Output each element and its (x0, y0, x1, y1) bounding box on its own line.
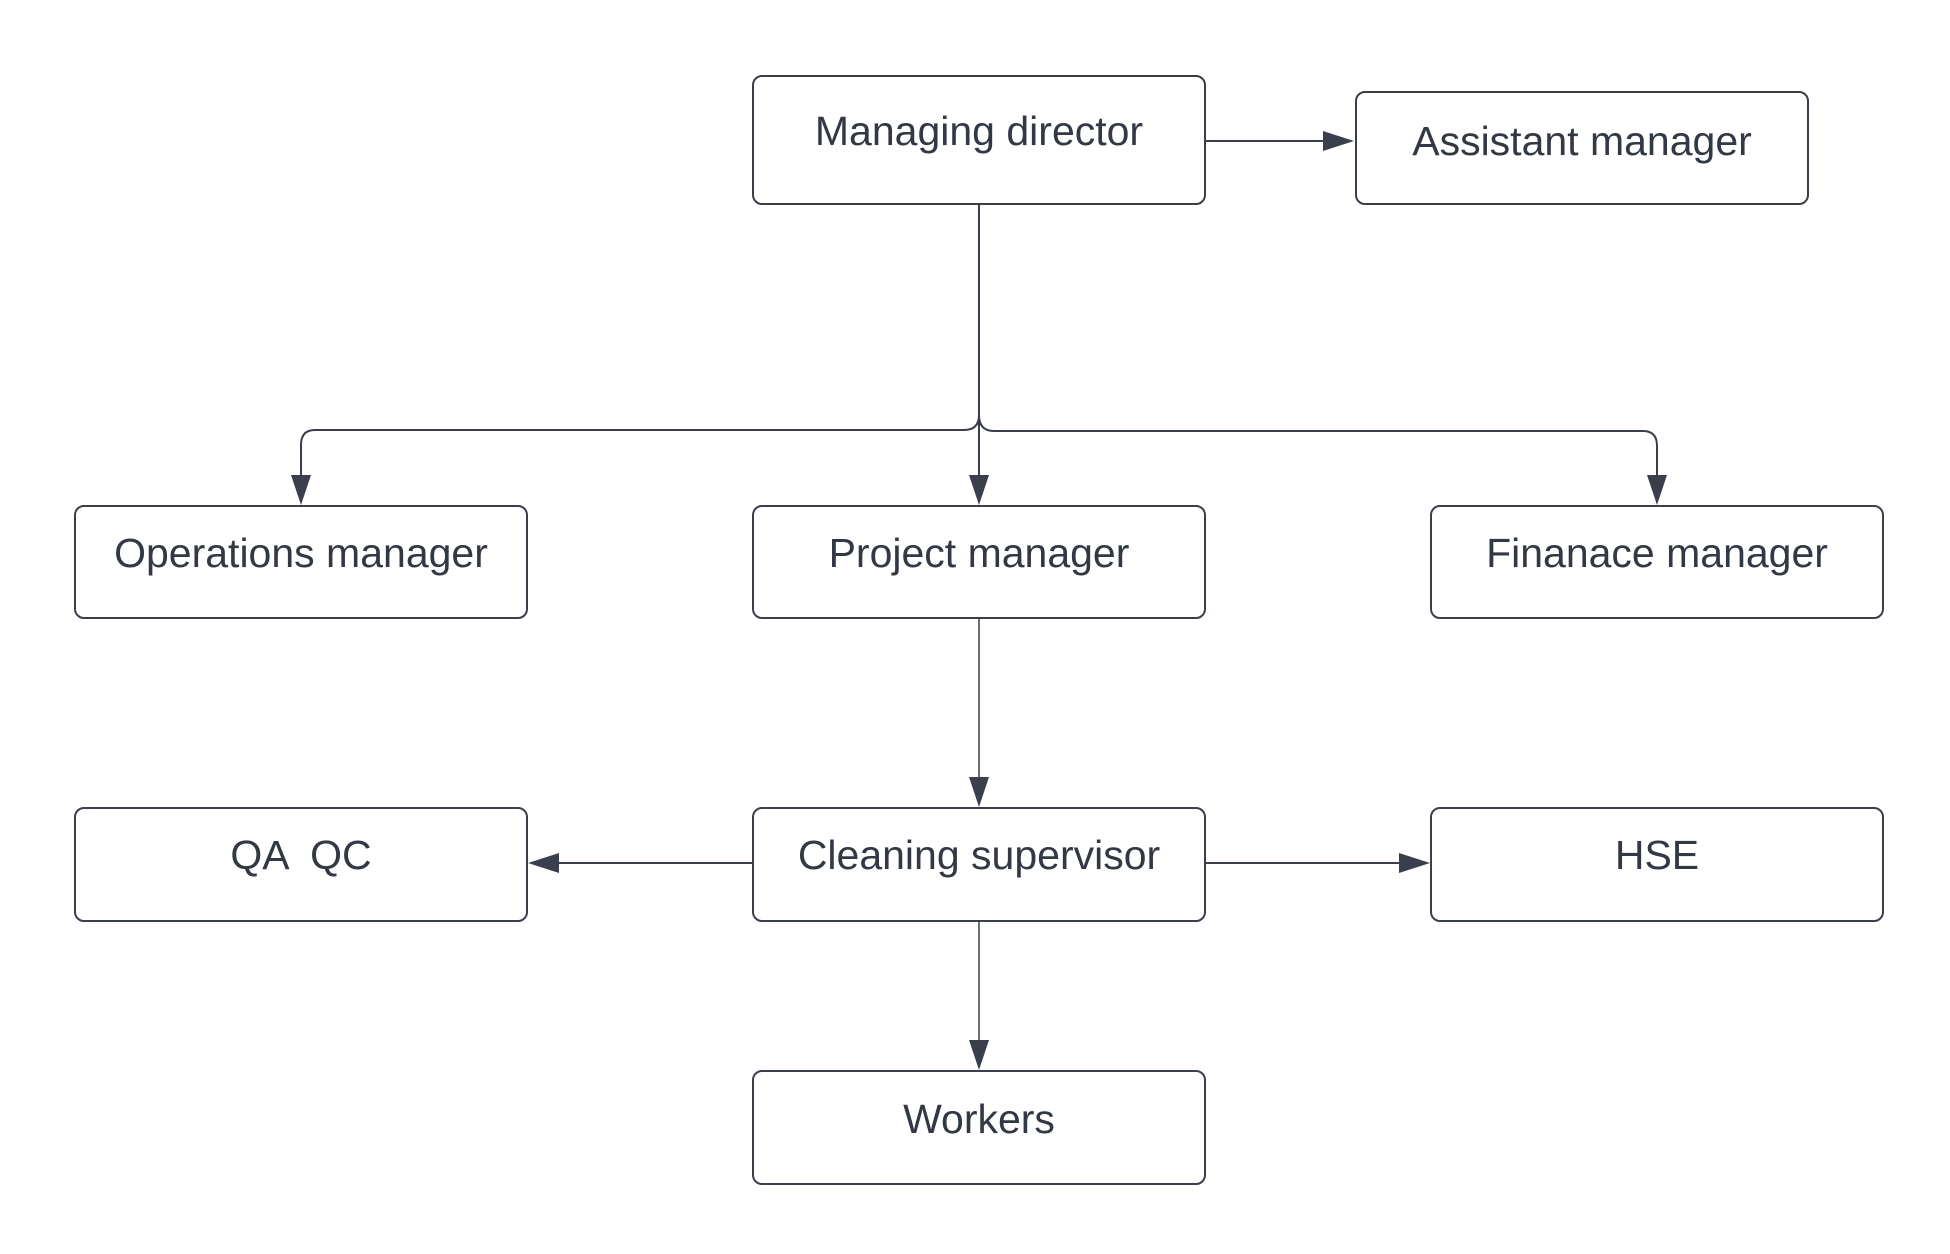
node-operations-manager[interactable]: Operations manager (74, 505, 528, 619)
arrowhead-icon (1323, 131, 1354, 151)
connector-md-to-operations (300, 414, 980, 482)
node-hse[interactable]: HSE (1430, 807, 1884, 922)
arrowhead-icon (969, 1040, 989, 1070)
node-label: Managing director (815, 108, 1143, 154)
node-finance-manager[interactable]: Finanace manager (1430, 505, 1884, 619)
node-label: Workers (903, 1096, 1055, 1142)
node-box (752, 505, 1206, 619)
node-box (1430, 807, 1884, 922)
node-label: Assistant manager (1412, 118, 1752, 164)
node-box (752, 75, 1206, 205)
node-box (752, 1070, 1206, 1185)
arrowhead-icon (969, 475, 989, 505)
node-box (74, 807, 528, 922)
arrowhead-icon (969, 777, 989, 807)
connector-md-to-finance (978, 414, 1658, 482)
node-workers[interactable]: Workers (752, 1070, 1206, 1185)
connectors (291, 131, 1667, 1070)
arrowhead-icon (1399, 853, 1430, 873)
node-label: Operations manager (114, 530, 488, 576)
node-label: QA QC (230, 832, 371, 878)
node-label: HSE (1615, 832, 1699, 878)
node-assistant-manager[interactable]: Assistant manager (1355, 91, 1809, 205)
node-managing-director[interactable]: Managing director (752, 75, 1206, 205)
node-box (1430, 505, 1884, 619)
arrowhead-icon (1647, 475, 1667, 505)
node-label: Project manager (829, 530, 1130, 576)
arrowhead-icon (528, 853, 559, 873)
node-qa-qc[interactable]: QA QC (74, 807, 528, 922)
node-box (752, 807, 1206, 922)
node-box (1355, 91, 1809, 205)
node-label: Cleaning supervisor (798, 832, 1160, 878)
node-label: Finanace manager (1486, 530, 1828, 576)
node-project-manager[interactable]: Project manager (752, 505, 1206, 619)
node-box (74, 505, 528, 619)
arrowhead-icon (291, 475, 311, 505)
node-cleaning-supervisor[interactable]: Cleaning supervisor (752, 807, 1206, 922)
